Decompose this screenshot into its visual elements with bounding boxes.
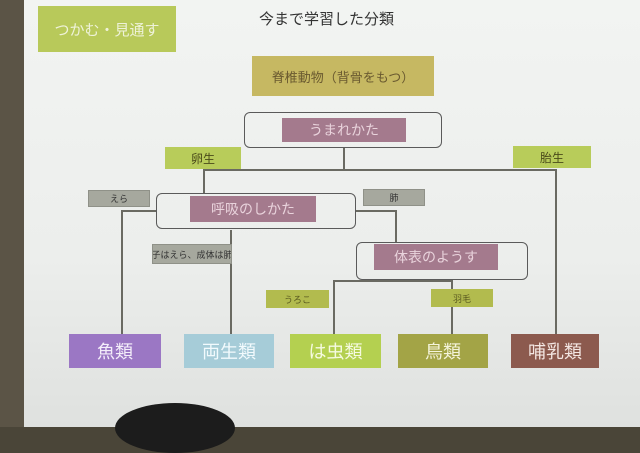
- oviparous-label: 卵生: [165, 147, 241, 169]
- connector-line: [356, 210, 396, 212]
- gills-label: えら: [88, 190, 150, 207]
- slide-title: 今まで学習した分類: [259, 10, 395, 28]
- connector-line: [230, 230, 232, 335]
- screen-left-border: [0, 0, 24, 427]
- audience-head-shadow: [115, 403, 235, 453]
- connector-line: [343, 148, 345, 170]
- class-mammal: 哺乳類: [511, 334, 599, 368]
- connector-line: [122, 210, 157, 212]
- connector-line: [333, 280, 335, 335]
- connector-line: [451, 280, 453, 335]
- connector-line: [395, 210, 397, 242]
- class-fish: 魚類: [69, 334, 161, 368]
- header-label: つかむ・見通す: [38, 6, 176, 52]
- body-surface-frame: [356, 242, 528, 280]
- class-amphibian: 両生類: [184, 334, 274, 368]
- respiration-label: 呼吸のしかた: [190, 196, 316, 222]
- connector-line: [334, 280, 452, 282]
- lungs-label: 肺: [363, 189, 425, 206]
- body-surface-label: 体表のようす: [374, 244, 498, 270]
- connector-line: [555, 169, 557, 335]
- connector-line: [121, 210, 123, 335]
- scales-label: うろこ: [266, 290, 329, 308]
- connector-line: [203, 169, 205, 193]
- viviparous-label: 胎生: [513, 146, 591, 168]
- class-reptile: は虫類: [290, 334, 381, 368]
- birth-method-frame: [244, 112, 442, 148]
- feathers-label: 羽毛: [431, 289, 493, 307]
- juvenile-adult-label: 子はえら、成体は肺: [152, 244, 232, 264]
- class-bird: 鳥類: [398, 334, 488, 368]
- connector-line: [203, 169, 556, 171]
- birth-method-label: うまれかた: [282, 118, 406, 142]
- vertebrates-label: 脊椎動物（背骨をもつ）: [252, 56, 434, 96]
- respiration-frame: [156, 193, 356, 229]
